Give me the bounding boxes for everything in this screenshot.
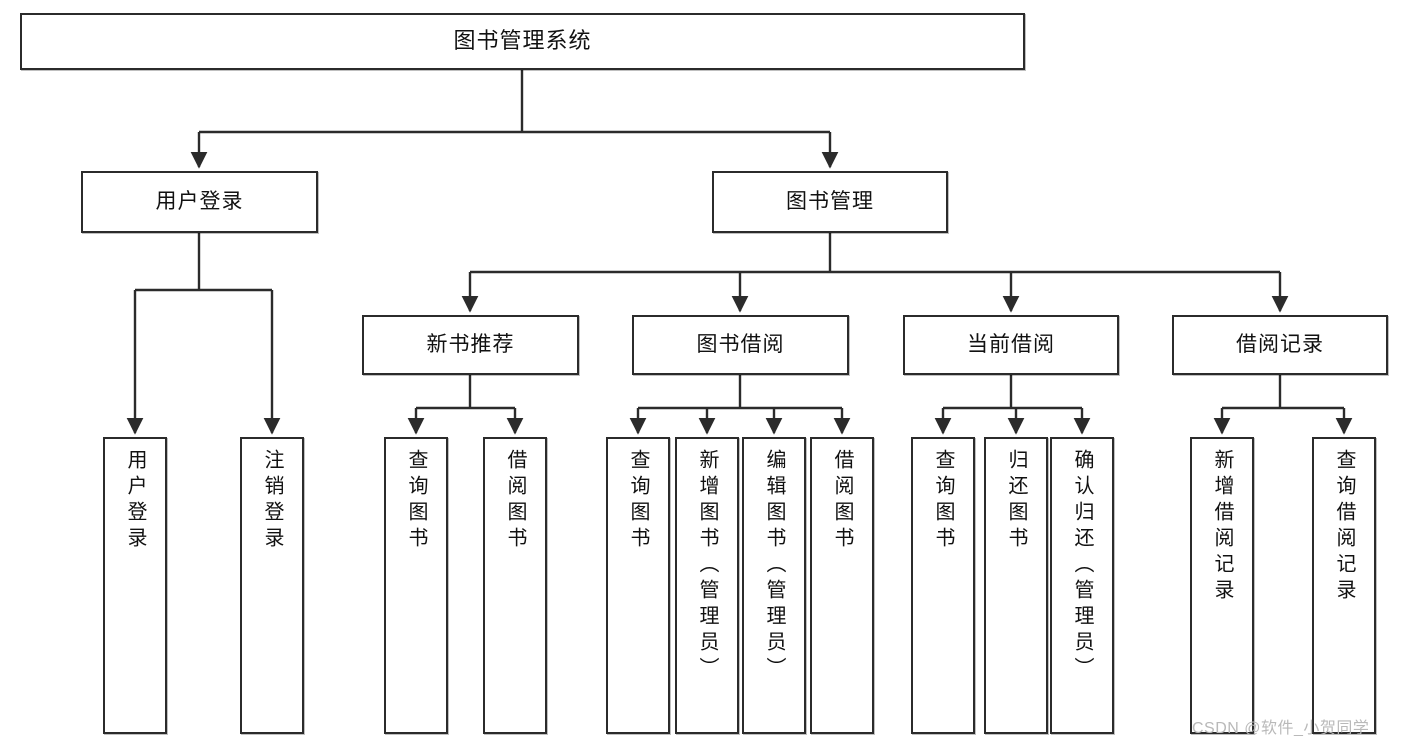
leaf-user-login[interactable]: 用户登录 <box>103 437 167 734</box>
leaf-query-book-newbook[interactable]: 查询图书 <box>384 437 448 734</box>
leaf-add-borrow-record[interactable]: 新增借阅记录 <box>1190 437 1254 734</box>
leaf-return-book[interactable]: 归还图书 <box>984 437 1048 734</box>
node-book-management[interactable]: 图书管理 <box>712 171 948 233</box>
node-label: 编辑图书（管理员） <box>763 449 785 683</box>
node-label: 当前借阅 <box>967 333 1055 357</box>
node-label: 查询图书 <box>932 449 954 553</box>
node-label: 新增图书（管理员） <box>696 449 718 683</box>
leaf-add-book-admin[interactable]: 新增图书（管理员） <box>675 437 739 734</box>
node-current-borrow[interactable]: 当前借阅 <box>903 315 1119 375</box>
node-label: 用户登录 <box>124 449 146 553</box>
leaf-edit-book-admin[interactable]: 编辑图书（管理员） <box>742 437 806 734</box>
leaf-confirm-return-admin[interactable]: 确认归还（管理员） <box>1050 437 1114 734</box>
node-label: 新增借阅记录 <box>1211 449 1233 605</box>
leaf-logout-login[interactable]: 注销登录 <box>240 437 304 734</box>
node-label: 用户登录 <box>155 190 244 214</box>
leaf-query-borrow-record[interactable]: 查询借阅记录 <box>1312 437 1376 734</box>
node-label: 查询图书 <box>405 449 427 553</box>
leaf-borrow-book[interactable]: 借阅图书 <box>810 437 874 734</box>
node-new-book-recommend[interactable]: 新书推荐 <box>362 315 579 375</box>
node-label: 查询借阅记录 <box>1333 449 1355 605</box>
node-label: 借阅图书 <box>504 449 526 553</box>
node-root-system[interactable]: 图书管理系统 <box>20 13 1025 70</box>
node-label: 确认归还（管理员） <box>1071 449 1093 683</box>
csdn-watermark: CSDN @软件_小贺同学 <box>1192 720 1370 737</box>
leaf-query-book-current[interactable]: 查询图书 <box>911 437 975 734</box>
node-label: 借阅图书 <box>831 449 853 553</box>
leaf-query-book-borrow[interactable]: 查询图书 <box>606 437 670 734</box>
node-borrow-record[interactable]: 借阅记录 <box>1172 315 1388 375</box>
node-label: 查询图书 <box>627 449 649 553</box>
node-label: 注销登录 <box>261 449 283 553</box>
node-user-login[interactable]: 用户登录 <box>81 171 318 233</box>
node-label: 图书借阅 <box>696 333 785 357</box>
node-label: 归还图书 <box>1005 449 1027 553</box>
node-label: 借阅记录 <box>1236 333 1324 357</box>
node-book-borrow[interactable]: 图书借阅 <box>632 315 849 375</box>
node-label: 图书管理 <box>786 190 874 214</box>
node-label: 新书推荐 <box>426 333 515 357</box>
node-label: 图书管理系统 <box>453 28 592 54</box>
leaf-borrow-book-newbook[interactable]: 借阅图书 <box>483 437 547 734</box>
